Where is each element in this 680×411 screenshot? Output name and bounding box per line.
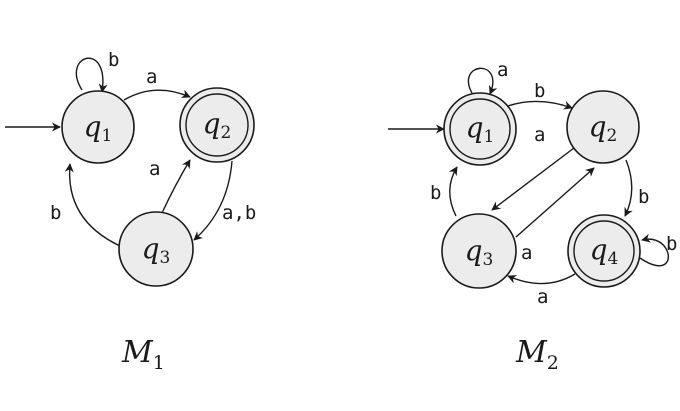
m2-q3-q1-edge (448, 166, 458, 217)
m2-label-loop-q4: b (666, 233, 677, 255)
svg-text:q4: q4 (590, 233, 619, 269)
m1-state-q2-accepting: q2 (179, 87, 255, 163)
m2-label-q2-q4: b (638, 186, 649, 208)
m2-state-q2: q2 (566, 90, 640, 164)
m1-label-q3-q2: a (149, 158, 160, 180)
m2-label-q1-q2: b (534, 80, 545, 102)
m2-label-q3-q1: b (430, 182, 441, 204)
m2-loop-q1-edge (467, 67, 498, 95)
m2-label-loop-q1: a (497, 59, 508, 81)
svg-text:q2: q2 (203, 107, 232, 143)
m2-label-q3-q2: a (521, 242, 532, 264)
m1-label-loop-q1: b (108, 49, 119, 71)
m2-state-q1-accepting: q1 (443, 92, 517, 166)
m1-loop-q1-edge (75, 57, 108, 93)
m1-q3-q1-edge (64, 163, 121, 247)
m2-label-q2-q3: a (534, 124, 545, 146)
m2-q1-q2-edge (507, 100, 573, 110)
svg-text:q2: q2 (589, 110, 618, 146)
m1-q1-q2-edge (123, 89, 191, 101)
m2-state-q4-accepting: q4 (567, 214, 641, 288)
m1-label-q2-q3: a,b (222, 202, 256, 224)
m2-q2-q4-edge (624, 159, 633, 217)
m2-title: M2 (515, 335, 559, 374)
m1-q2-q3-edge (193, 160, 233, 241)
svg-text:q1: q1 (466, 111, 495, 147)
machine-m1: q1 q2 q3 b a a a,b b M1 (5, 49, 256, 374)
m1-state-q3: q3 (118, 211, 194, 287)
m1-label-q1-q2: a (146, 66, 157, 88)
m2-q3-q2-edge (515, 167, 595, 238)
m1-label-q3-q1: b (50, 202, 61, 224)
m2-label-q4-q3: a (537, 286, 548, 308)
m2-q2-q3-edge (491, 147, 575, 211)
m2-loop-q4-edge (639, 233, 670, 267)
svg-text:q3: q3 (142, 232, 171, 268)
m1-title: M1 (121, 335, 165, 374)
m2-state-q3: q3 (441, 213, 517, 289)
machine-m2: q1 q2 q3 q4 a b a a b b a b M2 (388, 59, 677, 374)
m1-state-q1: q1 (61, 90, 135, 164)
svg-text:q1: q1 (84, 110, 113, 146)
svg-text:q3: q3 (465, 234, 494, 270)
m2-q4-q3-edge (507, 273, 576, 285)
m1-q3-q2-edge (161, 159, 191, 214)
